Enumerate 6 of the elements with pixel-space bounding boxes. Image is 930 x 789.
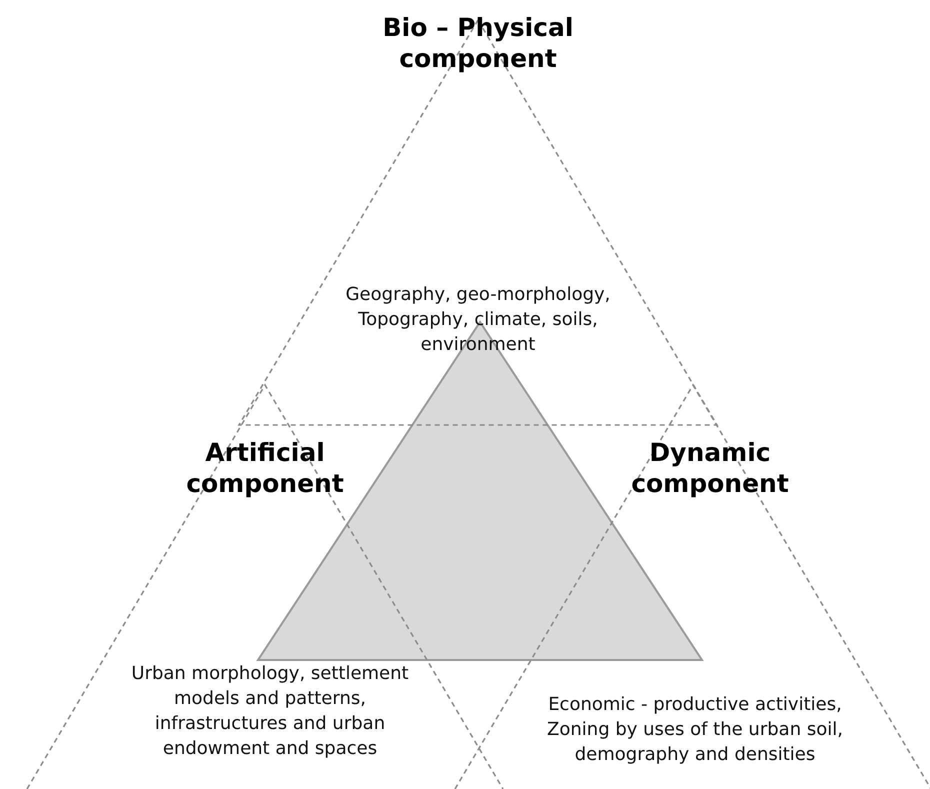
component-description: Economic - productive activities, Zoning by uses of the urban soil, demography and densities bbox=[546, 693, 844, 767]
component-heading: Dynamic component bbox=[630, 437, 790, 499]
component-description: Geography, geo-morphology, Topography, climate, soils, environment bbox=[344, 283, 612, 357]
component-heading: Artificial component bbox=[185, 437, 345, 499]
component-description: Urban morphology, settlement models and patterns, infrastructures and urban endowment and spaces bbox=[130, 662, 410, 761]
component-heading: Bio – Physical component bbox=[382, 12, 574, 74]
